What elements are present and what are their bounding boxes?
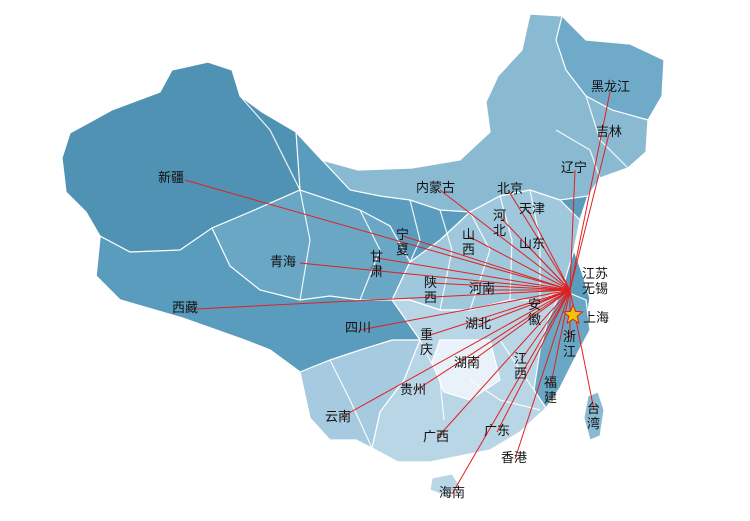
label-jiangxi: 江西 [514,352,528,382]
route-line [534,289,571,306]
label-heilongjiang: 黑龙江 [591,80,631,95]
route-lines [184,91,611,495]
label-jilin: 吉林 [596,125,623,140]
label-taiwan: 台湾 [587,402,601,432]
label-liaoning: 辽宁 [561,161,588,176]
shanghai-star-icon [562,303,584,325]
label-anhui: 安徽 [528,298,542,328]
label-chongqing: 重庆 [420,328,434,358]
label-henan: 河南 [469,282,496,297]
label-hubei: 湖北 [465,317,492,332]
province-borders [239,95,629,449]
route-line [299,262,571,291]
label-xizang: 西藏 [172,301,199,316]
route-line [514,289,571,460]
route-line [520,289,571,361]
label-shanxi: 山西 [462,228,476,258]
route-line [414,289,571,392]
region-southwest [299,339,421,449]
label-guangxi: 广西 [423,430,450,445]
route-line [184,179,571,291]
label-qinghai: 青海 [270,255,297,270]
hainan-island [429,473,461,497]
label-beijing: 北京 [497,182,524,197]
route-line [569,133,610,291]
route-line [436,289,571,439]
route-line [451,289,571,495]
label-gansu: 甘肃 [370,250,384,280]
label-xinjiang: 新疆 [158,171,185,186]
route-line [426,289,571,337]
label-hebei: 河北 [493,209,507,239]
label-wuxi: 无锡 [582,282,609,297]
route-line [569,91,611,291]
label-shaanxi: 陕西 [424,276,438,306]
route-line [569,169,576,291]
label-tianjin: 天津 [519,202,546,217]
route-line [467,235,571,291]
region-heilongjiang [555,14,665,121]
label-guangdong: 广东 [484,424,511,439]
label-hainan: 海南 [439,486,466,501]
route-line [376,257,571,291]
route-line [550,289,571,385]
route-line [527,245,571,291]
route-line [402,235,571,291]
label-hunan: 湖南 [454,356,481,371]
label-fujian: 福建 [544,376,558,406]
route-line [339,289,571,419]
region-hunan [431,339,501,401]
label-shanghai-hub: 上海 [583,311,610,326]
taiwan-island [583,391,605,441]
label-shandong: 山东 [519,237,546,252]
route-line [507,189,571,291]
route-line [496,289,571,433]
label-ningxia: 宁夏 [396,228,410,258]
label-neimenggu: 内蒙古 [416,181,456,196]
label-sichuan: 四川 [345,321,372,336]
route-line [527,209,571,291]
route-line [359,289,571,331]
route-line [439,189,571,291]
route-line [430,282,571,291]
route-line [195,289,571,310]
label-yunnan: 云南 [325,410,352,425]
label-xianggang: 香港 [501,451,528,466]
region-west [61,61,301,253]
route-line [477,289,571,326]
label-jiangsu: 江苏 [582,267,609,282]
label-zhejiang: 浙江 [563,330,577,360]
route-line [467,289,571,365]
label-guizhou: 贵州 [400,383,427,398]
